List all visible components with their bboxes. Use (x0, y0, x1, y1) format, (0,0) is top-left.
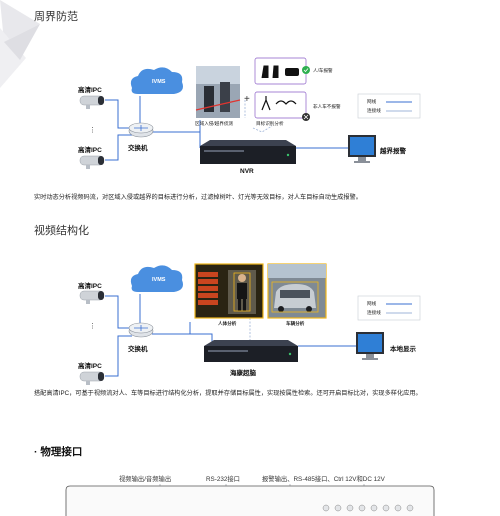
label-people-car-alarm: 人/车报警 (313, 68, 333, 73)
label-ipc-bottom-2: 高清IPC (78, 363, 102, 370)
label-ipc-bottom-1: 高清IPC (78, 147, 102, 154)
label-nvr: NVR (240, 168, 254, 175)
intrusion-photo (195, 66, 241, 118)
nvr-device (200, 140, 296, 164)
label-human-analysis: 人体分析 (218, 321, 237, 326)
detection-people-car (254, 57, 310, 85)
port-label-rs232: RS-232接口 (206, 476, 240, 483)
switch-device (128, 122, 154, 138)
human-analysis-panel (194, 263, 264, 319)
vehicle-analysis-panel (267, 263, 327, 319)
label-brain: 海康超脑 (230, 370, 256, 377)
monitor-local (356, 332, 384, 360)
label-ipc-top-2: 高清IPC (78, 283, 102, 290)
rear-panel (65, 484, 435, 516)
camera-bottom-2 (79, 371, 105, 385)
camera-top-2 (79, 290, 105, 304)
label-target-filter: 目标识别分析 (256, 121, 284, 126)
legend-net-2: 网线 (367, 301, 377, 306)
description-structured: 搭配高清IPC，可基于视频流对人、车等目标进行结构化分析，提取并存储目标属性，实… (34, 390, 422, 397)
section-title-structured: 视频结构化 (34, 225, 89, 237)
dots-2: ⋮ (89, 323, 96, 330)
camera-top (79, 95, 105, 109)
monitor-alarm (348, 135, 376, 163)
structured-diagram (79, 263, 421, 385)
perimeter-diagram: + (79, 57, 421, 169)
label-local-display: 本地显示 (390, 346, 416, 353)
label-switch-2: 交换机 (128, 346, 148, 353)
section-title-perimeter: 周界防范 (34, 11, 78, 23)
corner-decoration (0, 0, 40, 88)
label-region-line: 区域入侵/越界侦测 (195, 121, 234, 126)
label-non-people-car: 非人车不报警 (313, 104, 341, 109)
port-label-alarm-rs485: 报警输出、RS-485接口、Ctrl 12V和DC 12V (262, 476, 385, 483)
label-ivms-1: IVMS (152, 79, 166, 85)
detection-non-people (254, 91, 310, 121)
legend-net-1: 网线 (367, 99, 377, 104)
svg-text:+: + (244, 94, 250, 105)
switch-device-2 (128, 322, 154, 338)
label-ipc-top-1: 高清IPC (78, 87, 102, 94)
label-alarm: 越界报警 (380, 148, 406, 155)
section-title-physical: · 物理接口 (34, 446, 83, 458)
legend-box-2 (357, 295, 421, 321)
camera-bottom (79, 155, 105, 169)
description-perimeter: 实时动态分析视频码流，对区域入侵或越界的目标进行分析，过滤掉树叶、灯光等无效目标… (34, 194, 362, 201)
label-switch-1: 交换机 (128, 145, 148, 152)
ivms-cloud (130, 67, 183, 94)
port-label-video-audio: 视频输出/音频输出 (119, 476, 172, 483)
legend-link-2: 连接线 (367, 310, 381, 315)
legend-box-1 (357, 93, 421, 119)
label-ivms-2: IVMS (152, 277, 166, 283)
ivms-cloud-2 (130, 265, 183, 292)
label-vehicle-analysis: 车辆分析 (286, 321, 305, 326)
legend-link-1: 连接线 (367, 108, 381, 113)
brain-device (204, 340, 298, 362)
dots-1: ⋮ (89, 127, 96, 134)
